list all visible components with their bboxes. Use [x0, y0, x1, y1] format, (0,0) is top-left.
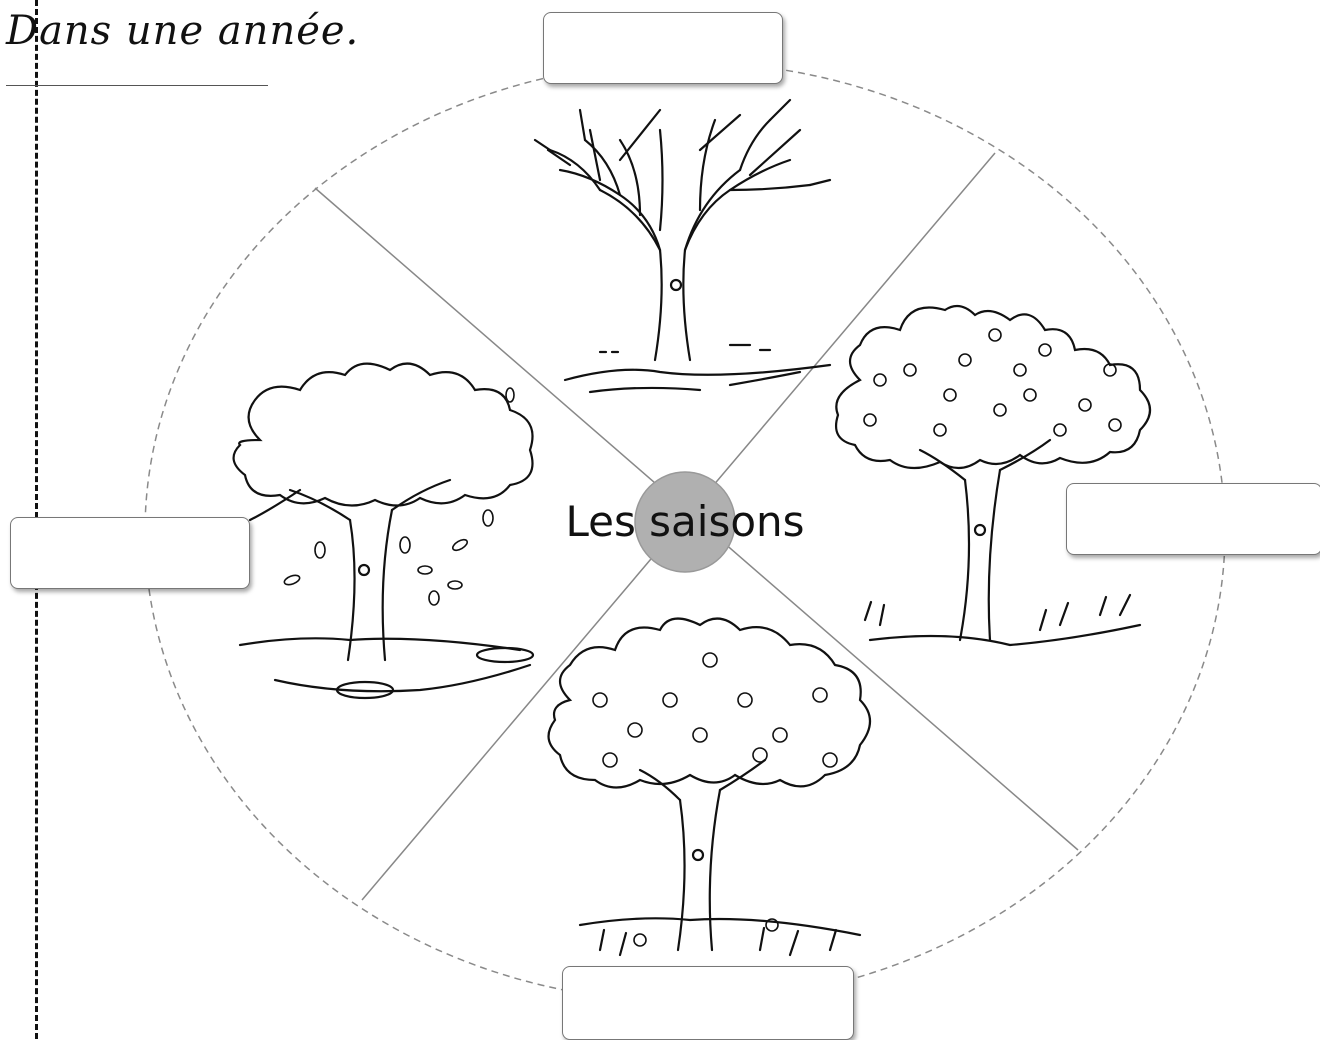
- season-answer-box-right[interactable]: [1066, 483, 1320, 555]
- center-label: Les saisons: [560, 494, 810, 550]
- tree-blossom-icon: [836, 306, 1150, 645]
- tree-fruit-icon: [549, 619, 870, 955]
- season-answer-box-bottom[interactable]: [562, 966, 854, 1040]
- tree-bare-icon: [535, 100, 830, 392]
- tree-falling-leaves-icon: [234, 364, 533, 698]
- season-answer-box-left[interactable]: [10, 517, 250, 589]
- season-answer-box-top[interactable]: [543, 12, 783, 84]
